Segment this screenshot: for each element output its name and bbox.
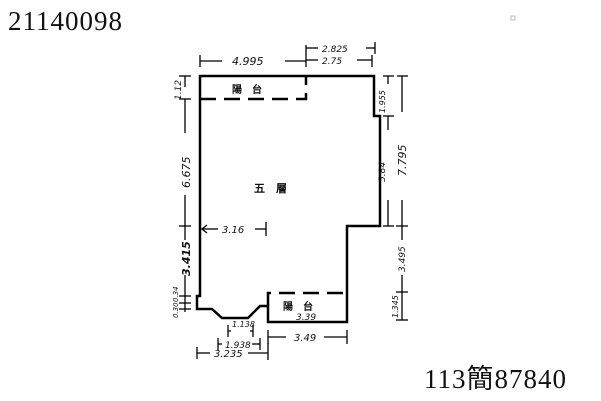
dim-bottom-notch-outer: 1.938 <box>225 341 251 351</box>
dim-left-bottom-a: 0.34 <box>172 286 180 302</box>
dim-interior-width: 3.16 <box>222 225 244 236</box>
dim-top-right-outer: 2.825 <box>322 45 348 55</box>
case-number: 113簡87840 <box>424 364 567 394</box>
dim-left-lower: 3.415 <box>180 241 193 276</box>
dimension-lines <box>179 42 408 360</box>
dim-bottom-notch-inner: 1.138 <box>232 320 255 329</box>
dim-left-bottom-b: 0.30 <box>172 302 180 318</box>
dim-top-width: 4.995 <box>232 55 264 68</box>
dim-bottom-balcony-outer: 3.49 <box>294 333 316 344</box>
dim-right-top: 1.955 <box>378 90 387 113</box>
dim-right-total: 7.795 <box>396 145 409 177</box>
dim-right-mid: 5.84 <box>378 162 388 182</box>
balcony-top-boundary <box>200 76 308 101</box>
dim-top-right-inner: 2.75 <box>322 57 342 67</box>
scan-mark <box>510 15 516 21</box>
room-label-balcony-top: 陽 台 <box>232 83 262 96</box>
document-code: 21140098 <box>8 6 123 36</box>
dim-left-top: 1.12 <box>174 80 184 100</box>
dim-right-lower: 3.495 <box>398 246 408 272</box>
room-label-balcony-bottom: 陽 台 <box>283 300 313 313</box>
dim-left-mid: 6.675 <box>180 157 193 189</box>
dim-bottom-balcony-inner: 3.39 <box>296 313 316 323</box>
dim-right-bottom: 1.345 <box>391 295 400 318</box>
room-label-main: 五 層 <box>254 182 287 195</box>
dim-bottom-left-total: 3.235 <box>214 349 243 360</box>
outer-wall <box>195 74 382 324</box>
balcony-bottom-boundary <box>266 291 347 306</box>
